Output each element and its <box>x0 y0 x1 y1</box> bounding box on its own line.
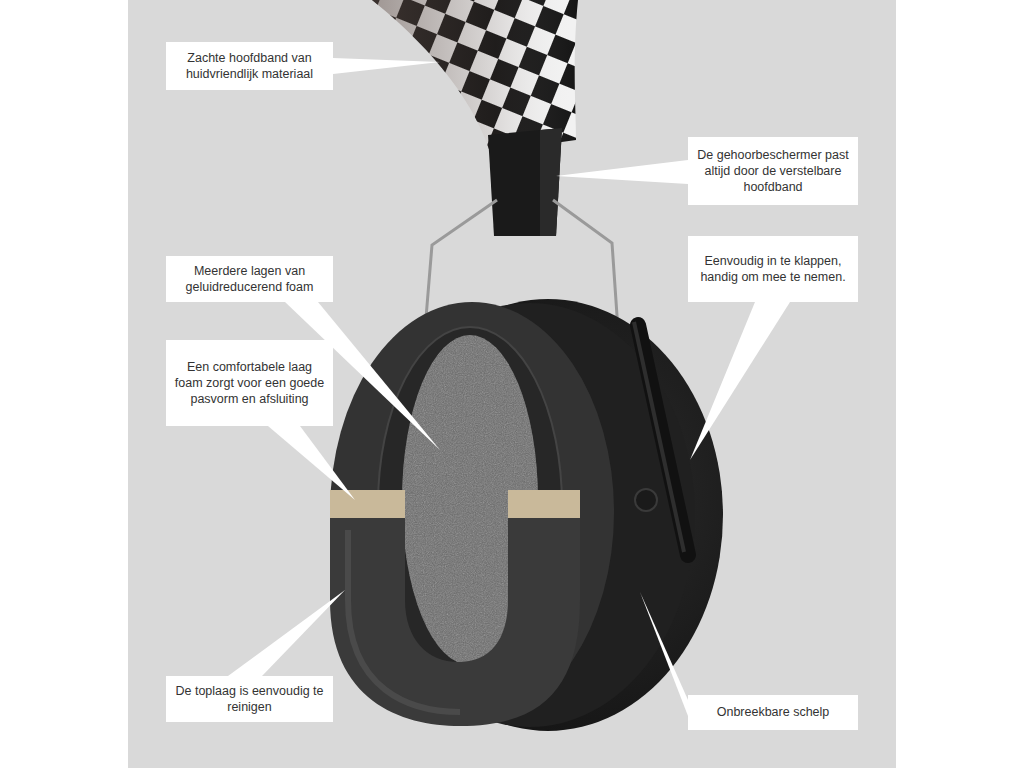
callout-box: De toplaag is eenvoudig te reinigen <box>166 676 333 722</box>
headband <box>372 0 578 152</box>
leader-wedge <box>556 160 688 184</box>
leader-wedge <box>268 426 355 500</box>
leader-wedge <box>690 302 790 460</box>
hinge-highlight <box>634 322 684 552</box>
callout-box: Een comfortabele laag foam zorgt voor ee… <box>166 340 333 426</box>
hinge-screw <box>635 489 657 511</box>
callout-box: Zachte hoofdband van huidvriendlijk mate… <box>166 42 333 90</box>
callout-text: Meerdere lagen van geluidreducerend foam <box>174 263 325 296</box>
callout-text: De gehoorbeschermer past altijd door de … <box>696 147 850 196</box>
comfort-foam <box>508 490 580 518</box>
fold-hinge <box>638 325 688 555</box>
leader-wedge <box>228 590 345 676</box>
headband-strap <box>488 128 562 236</box>
callout-text: Zachte hoofdband van huidvriendlijk mate… <box>174 50 325 83</box>
background-panel <box>128 0 896 768</box>
cushion-cutaway <box>330 518 580 726</box>
callout-box: Onbreekbare schelp <box>688 695 858 730</box>
strap-highlight <box>540 128 562 236</box>
cushion-highlight <box>348 530 460 712</box>
callout-box: Meerdere lagen van geluidreducerend foam <box>166 256 333 302</box>
callout-text: Eenvoudig in te klappen, handig om mee t… <box>696 253 850 286</box>
callout-text: Onbreekbare schelp <box>696 704 850 720</box>
headband-shade <box>372 0 578 152</box>
leader-wedge <box>640 592 688 716</box>
callout-text: De toplaag is eenvoudig te reinigen <box>174 683 325 716</box>
comfort-foam <box>330 490 405 518</box>
callout-box: Eenvoudig in te klappen, handig om mee t… <box>688 236 858 302</box>
callout-box: De gehoorbeschermer past altijd door de … <box>688 137 858 205</box>
callout-text: Een comfortabele laag foam zorgt voor ee… <box>174 359 325 408</box>
leader-wedge <box>333 58 440 74</box>
